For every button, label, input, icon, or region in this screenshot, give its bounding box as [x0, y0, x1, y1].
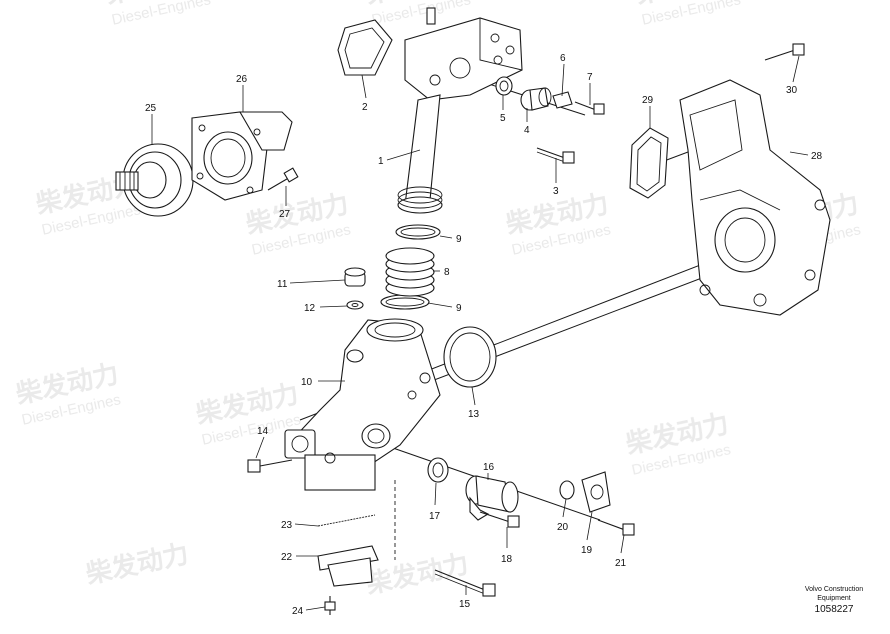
part-29-gasket [629, 127, 669, 199]
callout-labels: 1 2 3 4 5 6 7 8 9 9 10 11 12 13 14 15 16… [145, 53, 823, 617]
part-11-plug [344, 267, 366, 287]
part-15-bolt [434, 569, 496, 597]
callout-10: 10 [301, 377, 313, 388]
callout-15: 15 [459, 599, 471, 610]
callout-20: 20 [557, 522, 569, 533]
callout-24: 24 [292, 606, 304, 617]
part-1-pipe [397, 94, 443, 214]
callout-2: 2 [362, 102, 368, 113]
part-22-flange [317, 545, 379, 587]
footer-line1: Volvo Construction [805, 586, 863, 593]
part-19-cover-plate [581, 471, 611, 513]
part-9-oring-lower [380, 294, 430, 310]
callout-23: 23 [281, 520, 293, 531]
footer: Volvo Construction Equipment 1058227 [805, 586, 863, 615]
callout-26: 26 [236, 74, 248, 85]
part-thermostat-housing-top [404, 7, 523, 101]
callout-19: 19 [581, 545, 593, 556]
callout-6: 6 [560, 53, 566, 64]
callout-16: 16 [483, 462, 495, 473]
callout-9-upper: 9 [456, 234, 462, 245]
callout-9-lower: 9 [456, 303, 462, 314]
part-7-bolt [574, 101, 605, 115]
callout-4: 4 [524, 125, 530, 136]
callout-13: 13 [468, 409, 480, 420]
callout-25: 25 [145, 103, 157, 114]
callout-21: 21 [615, 558, 627, 569]
part-23-gasket [317, 514, 376, 527]
callout-7: 7 [587, 72, 593, 83]
callout-8: 8 [444, 267, 450, 278]
part-10-lower-housing [284, 318, 441, 491]
callout-22: 22 [281, 552, 293, 563]
part-20-oring-small [559, 480, 575, 500]
part-25-drive-hub [115, 143, 194, 217]
part-3-bolt [536, 147, 575, 164]
part-4-sleeve [520, 87, 552, 111]
callout-30: 30 [786, 85, 798, 96]
callout-12: 12 [304, 303, 316, 314]
part-28-pump-housing [679, 79, 831, 316]
part-5-washer [495, 76, 513, 96]
part-13-oring-large [443, 326, 497, 388]
part-17-seal-ring [427, 457, 449, 483]
part-26-elbow-housing [191, 111, 293, 201]
part-16-connector [465, 475, 519, 521]
callout-17: 17 [429, 511, 441, 522]
part-6-clip [552, 91, 573, 109]
part-2-gasket [337, 19, 393, 76]
drawing-number: 1058227 [815, 604, 854, 615]
watermark-cn: 柴发动力 [362, 548, 471, 599]
callout-18: 18 [501, 554, 513, 565]
leader-lines [151, 55, 809, 611]
part-27-bolt [267, 167, 299, 191]
footer-line2: Equipment [817, 595, 851, 602]
callout-28: 28 [811, 151, 823, 162]
callout-3: 3 [553, 186, 559, 197]
part-12-washer [346, 300, 364, 310]
callout-14: 14 [257, 426, 269, 437]
watermark-cn: 柴发动力 [82, 538, 191, 589]
callout-27: 27 [279, 209, 291, 220]
part-30-bolt [764, 43, 805, 61]
part-14-bolt [247, 459, 293, 473]
callout-29: 29 [642, 95, 654, 106]
part-24-screw [324, 596, 336, 615]
callout-11: 11 [277, 279, 288, 290]
part-21-bolt [597, 519, 635, 536]
callout-1: 1 [378, 156, 384, 167]
part-18-bolt [479, 511, 520, 528]
part-8-bellows-seal [385, 247, 435, 297]
part-9-oring-upper [395, 224, 441, 240]
callout-5: 5 [500, 113, 506, 124]
